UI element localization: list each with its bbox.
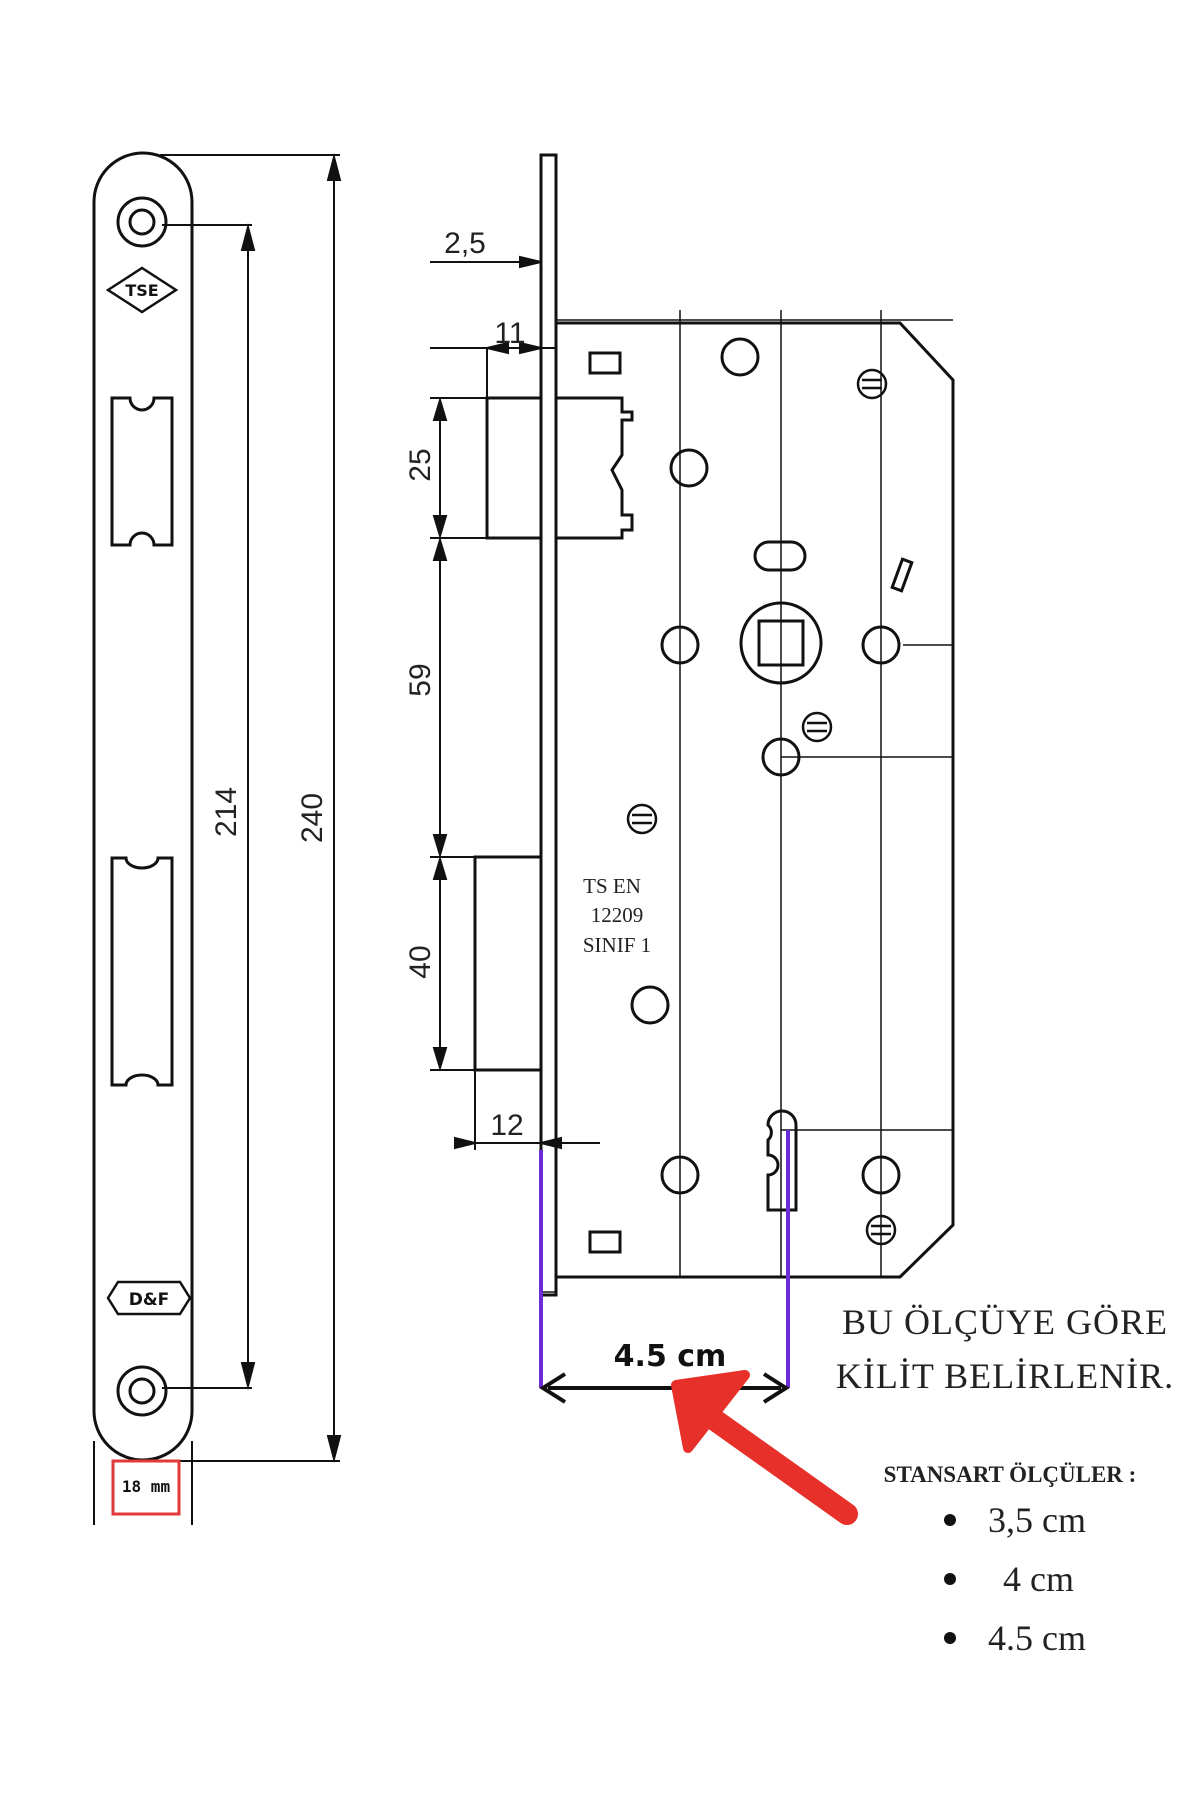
list-item: 3,5 cm	[944, 1500, 1086, 1540]
dimension-bolt-height: 40	[404, 945, 437, 978]
standard-item: 4.5 cm	[988, 1618, 1086, 1658]
tse-logo-icon	[105, 266, 179, 314]
bolt-slot	[110, 856, 174, 1087]
standard-item: 4 cm	[1003, 1559, 1074, 1599]
dimension-bolt-projection: 12	[490, 1109, 523, 1142]
bullet-icon	[944, 1573, 956, 1585]
hole	[720, 337, 760, 377]
front-plate	[539, 153, 558, 1297]
top-slot	[588, 351, 622, 375]
dimension-latch-projection: 11	[494, 317, 525, 350]
stamp-line-2: 12209	[591, 903, 644, 927]
faceplate-width-label: 18 mm	[122, 1477, 171, 1496]
dimension-latch-to-bolt: 59	[404, 663, 437, 696]
list-item: 4.5 cm	[944, 1618, 1086, 1658]
df-logo-icon	[106, 1280, 192, 1316]
df-logo-text: D&F	[129, 1290, 170, 1310]
reference-lines	[541, 310, 953, 1293]
hole	[669, 448, 709, 488]
dimension-latch-height: 25	[404, 448, 437, 481]
screw-icon	[856, 368, 888, 400]
note-line-1: BU ÖLÇÜYE GÖRE	[842, 1302, 1168, 1342]
dimension-total-length: 240	[296, 793, 329, 843]
dimension-hole-spacing: 214	[210, 787, 243, 837]
latch-slot	[110, 396, 174, 547]
width-box	[111, 1459, 181, 1516]
dead-bolt	[473, 855, 543, 1072]
faceplate-dimension-lines	[93, 153, 342, 1525]
standards-title: STANSART ÖLÇÜLER :	[884, 1462, 1137, 1487]
screw-icon	[626, 803, 658, 835]
screws	[626, 368, 897, 1246]
standards-list: 3,5 cm 4 cm 4.5 cm	[944, 1500, 1086, 1658]
standard-item: 3,5 cm	[988, 1500, 1086, 1540]
tilted-slot	[890, 557, 914, 593]
latch-bolt	[485, 396, 543, 540]
note-line-2: KİLİT BELİRLENİR.	[836, 1356, 1174, 1396]
follower-slot	[753, 540, 807, 572]
bottom-slot	[588, 1230, 622, 1254]
faceplate	[92, 151, 194, 1462]
screw-hole-top-icon	[116, 196, 168, 248]
lock-case	[556, 321, 955, 1279]
tse-logo-text: TSE	[125, 281, 158, 300]
list-item: 4 cm	[944, 1559, 1074, 1599]
backset-markers	[539, 1130, 790, 1388]
screw-hole-bottom-icon	[116, 1365, 168, 1417]
bullet-icon	[944, 1514, 956, 1526]
faceplate-outline	[92, 151, 194, 1462]
dimension-plate-thickness: 2,5	[444, 227, 486, 260]
latch-bolt-inner	[556, 396, 634, 540]
bullet-icon	[944, 1632, 956, 1644]
stamp-line-3: SINIF 1	[583, 933, 651, 957]
screw-icon	[801, 711, 833, 743]
keyhole	[766, 1109, 798, 1212]
red-arrow-icon	[671, 1370, 858, 1525]
stamp-line-1: TS EN	[583, 874, 641, 898]
body-dimension-lines	[430, 255, 600, 1150]
hole	[630, 985, 670, 1025]
backset-dimension	[539, 1372, 790, 1404]
backset-value: 4.5 cm	[614, 1339, 727, 1374]
